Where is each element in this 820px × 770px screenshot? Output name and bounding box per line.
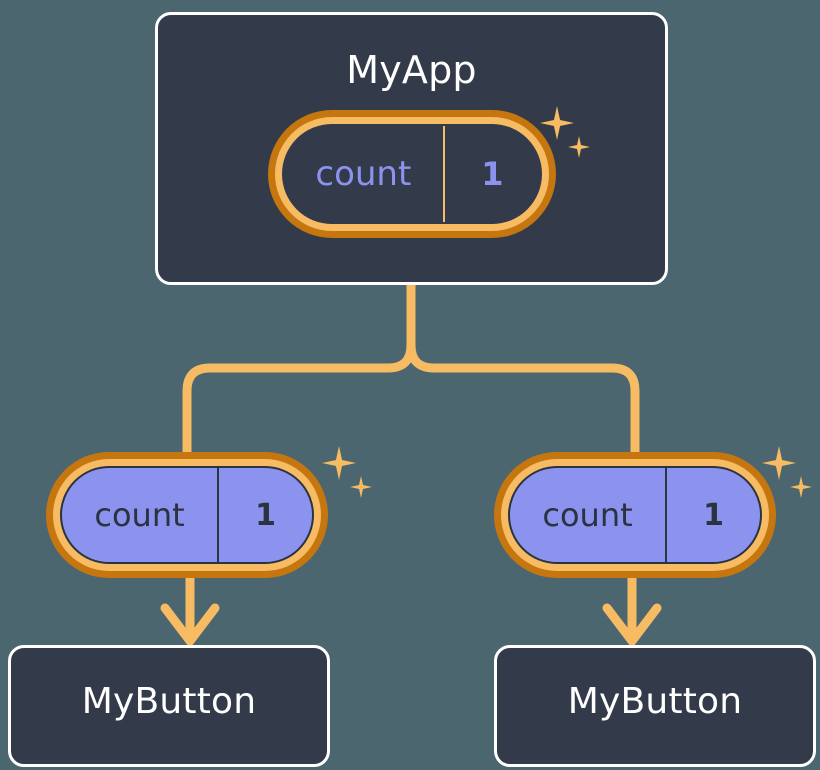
wire-to-right-state: [406, 281, 640, 457]
sparkle-small-icon: [350, 476, 372, 498]
card-title-myapp: MyApp: [346, 48, 477, 92]
card-title-mybutton: MyButton: [81, 681, 257, 722]
state-pill-body: count 1: [60, 466, 314, 564]
arrowhead-right: [602, 603, 662, 646]
state-pill-ring: count 1: [53, 459, 321, 571]
component-card-mybutton-right[interactable]: MyButton: [494, 645, 816, 767]
state-pill-left[interactable]: count 1: [46, 452, 328, 578]
state-value: 1: [442, 126, 540, 222]
state-pill-right[interactable]: count 1: [494, 452, 776, 578]
wire-to-left-state: [182, 281, 416, 457]
state-key: count: [94, 496, 185, 534]
state-pill-myapp[interactable]: count 1: [268, 110, 556, 238]
state-key: count: [542, 496, 633, 534]
state-pill-body: count 1: [282, 124, 542, 224]
state-value: 1: [217, 468, 312, 562]
sparkle-large-icon: [762, 446, 796, 480]
sparkle-large-icon: [322, 446, 356, 480]
component-card-mybutton-left[interactable]: MyButton: [8, 645, 330, 767]
state-pill-body: count 1: [508, 466, 762, 564]
card-title-mybutton: MyButton: [567, 681, 743, 722]
arrowhead-left: [160, 603, 220, 646]
state-value: 1: [665, 468, 760, 562]
state-key: count: [315, 154, 412, 194]
sparkle-small-icon: [790, 476, 812, 498]
state-pill-ring: count 1: [275, 117, 549, 231]
state-pill-ring: count 1: [501, 459, 769, 571]
